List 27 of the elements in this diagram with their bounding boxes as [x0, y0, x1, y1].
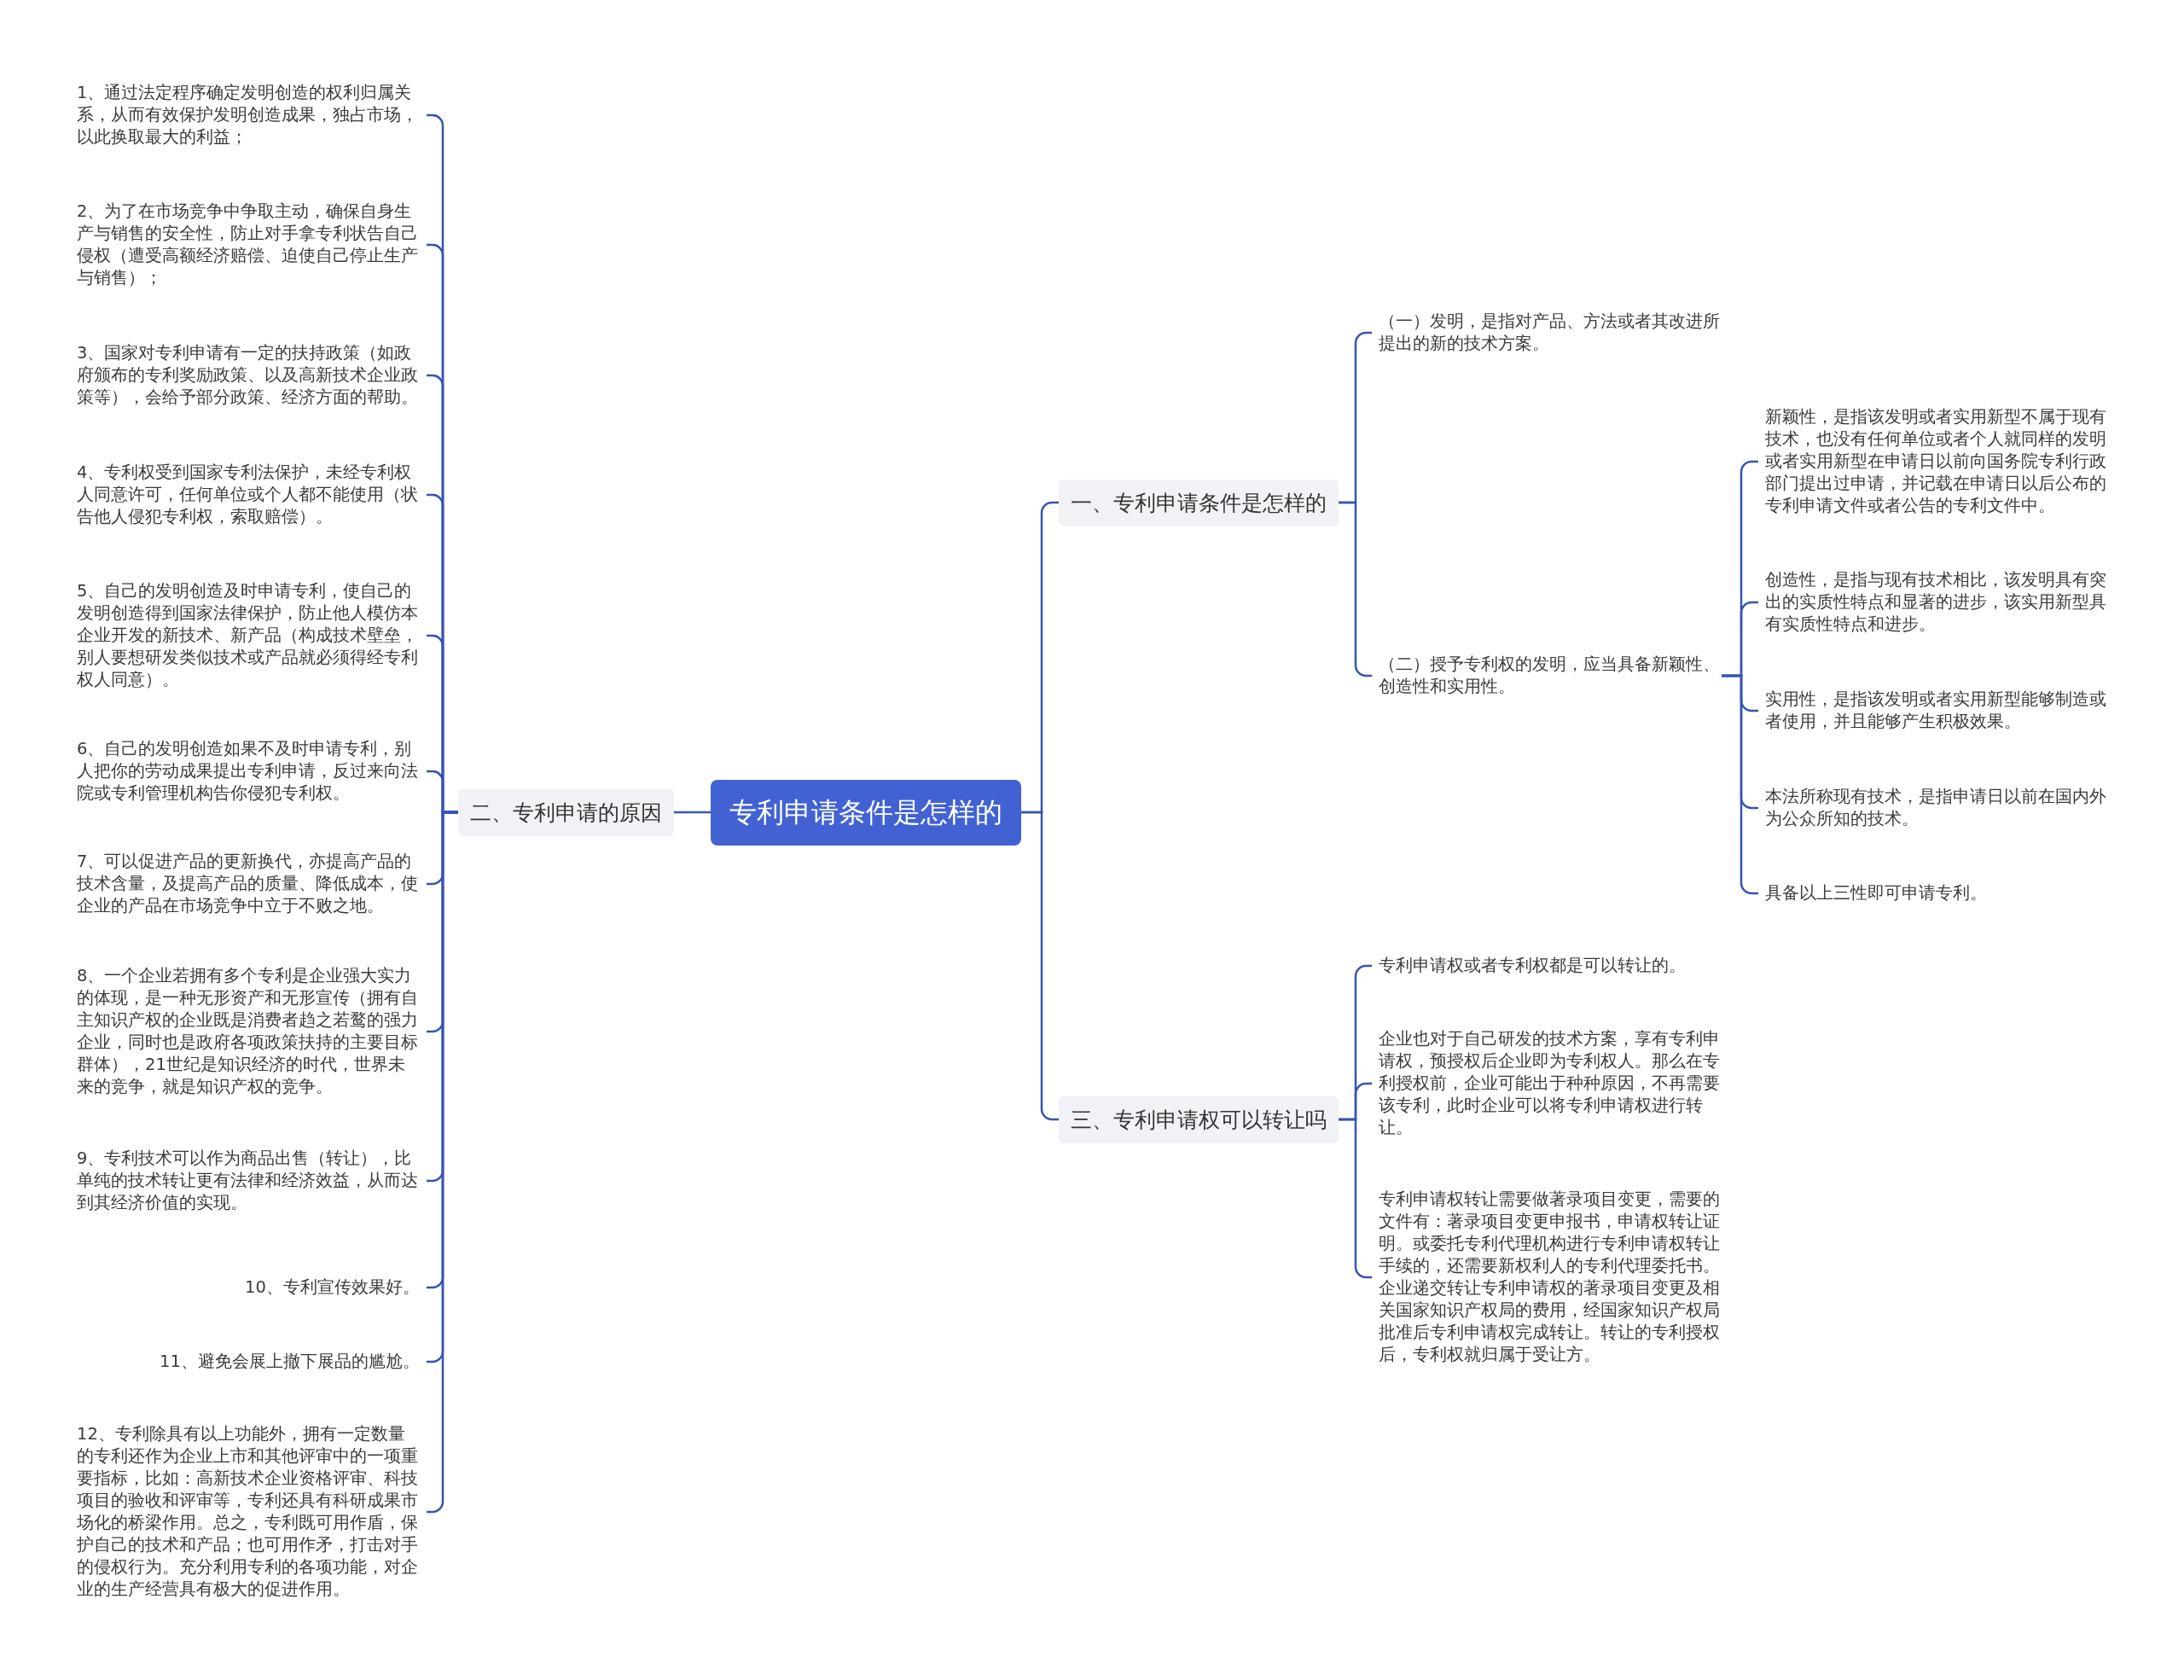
- topic-text: 本法所称现有技术，是指申请日以前在国内外为公众所知的技术。: [1765, 786, 2108, 830]
- topic-text: 新颖性，是指该发明或者实用新型不属于现有技术，也没有任何单位或者个人就同样的发明或者实用新型在申请日以前向国务院专利行政部门提出过申请，并记载在申请日以后公布的专利申请文件或者公告的专利文件中。: [1765, 406, 2108, 517]
- topic-text: 11、避免会展上撤下展品的尴尬。: [160, 1351, 420, 1373]
- branch-topic: 一、专利申请条件是怎样的: [1059, 479, 1339, 526]
- central-topic: 专利申请条件是怎样的: [711, 779, 1021, 846]
- topic-text: 6、自己的发明创造如果不及时申请专利，别人把你的劳动成果提出专利申请，反过来向法院或专利管理机构告你侵犯专利权。: [77, 738, 420, 805]
- topic-text: 专利申请权或者专利权都是可以转让的。: [1379, 955, 1686, 977]
- topic-text: 企业也对于自己研发的技术方案，享有专利申请权，预授权后企业即为专利权人。那么在专利授权前，企业可能出于种种原因，不再需要该专利，此时企业可以将专利申请权进行转让。: [1379, 1028, 1722, 1139]
- topic-text: 4、专利权受到国家专利法保护，未经专利权人同意许可，任何单位或个人都不能使用（状告他人侵犯专利权，索取赔偿）。: [77, 462, 420, 528]
- topic-text: 1、通过法定程序确定发明创造的权利归属关系，从而有效保护发明创造成果，独占市场，以此换取最大的利益；: [77, 82, 420, 148]
- topic-text: 实用性，是指该发明或者实用新型能够制造或者使用，并且能够产生积极效果。: [1765, 689, 2108, 733]
- topic-text: 10、专利宣传效果好。: [245, 1276, 420, 1299]
- topic-text: （一）发明，是指对产品、方法或者其改进所提出的新的技术方案。: [1379, 311, 1722, 355]
- topic-text: 专利申请权转让需要做著录项目变更，需要的文件有：著录项目变更申报书，申请权转让证明。或委托专利代理机构进行专利申请权转让手续的，还需要新权利人的专利代理委托书。企业递交转让专利申请权的著录项目变更及相关国家知识产权局的费用，经国家知识产权局批准后专利申请权完成转让。转让的专利授权后，专利权就归属于受让方。: [1379, 1189, 1722, 1366]
- branch-topic: 三、专利申请权可以转让吗: [1059, 1096, 1339, 1143]
- topic-text: 8、一个企业若拥有多个专利是企业强大实力的体现，是一种无形资产和无形宣传（拥有自主知识产权的企业既是消费者趋之若鹜的强力企业，同时也是政府各项政策扶持的主要目标群体），21世纪是知识经济的时代，世界未来的竞争，就是知识产权的竞争。: [77, 965, 420, 1098]
- connector-line: [674, 811, 711, 814]
- topic-text: 9、专利技术可以作为商品出售（转让），比单纯的技术转让更有法律和经济效益，从而达到其经济价值的实现。: [77, 1148, 420, 1214]
- topic-text: 具备以上三性即可申请专利。: [1765, 882, 1987, 904]
- topic-text: 5、自己的发明创造及时申请专利，使自己的发明创造得到国家法律保护，防止他人模仿本企业开发的新技术、新产品（构成技术壁垒，别人要想研发类似技术或产品就必须得经专利权人同意）。: [77, 580, 420, 691]
- topic-text: 12、专利除具有以上功能外，拥有一定数量的专利还作为企业上市和其他评审中的一项重要指标，比如：高新技术企业资格评审、科技项目的验收和评审等，专利还具有科研成果市场化的桥梁作用。总之，专利既可用作盾，保护自己的技术和产品；也可用作矛，打击对手的侵权行为。充分利用专利的各项功能，对企业的生产经营具有极大的促进作用。: [77, 1423, 420, 1601]
- topic-text: 2、为了在市场竞争中争取主动，确保自身生产与销售的安全性，防止对手拿专利状告自己侵权（遭受高额经济赔偿、迫使自己停止生产与销售）；: [77, 201, 420, 289]
- topic-text: 7、可以促进产品的更新换代，亦提高产品的技术含量，及提高产品的质量、降低成本，使企业的产品在市场竞争中立于不败之地。: [77, 851, 420, 917]
- topic-text: 创造性，是指与现有技术相比，该发明具有突出的实质性特点和显著的进步，该实用新型具有实质性特点和进步。: [1765, 569, 2108, 636]
- topic-text: （二）授予专利权的发明，应当具备新颖性、创造性和实用性。: [1379, 654, 1722, 698]
- branch-topic: 二、专利申请的原因: [458, 788, 674, 836]
- topic-text: 3、国家对专利申请有一定的扶持政策（如政府颁布的专利奖励政策、以及高新技术企业政策等），会给予部分政策、经济方面的帮助。: [77, 342, 420, 409]
